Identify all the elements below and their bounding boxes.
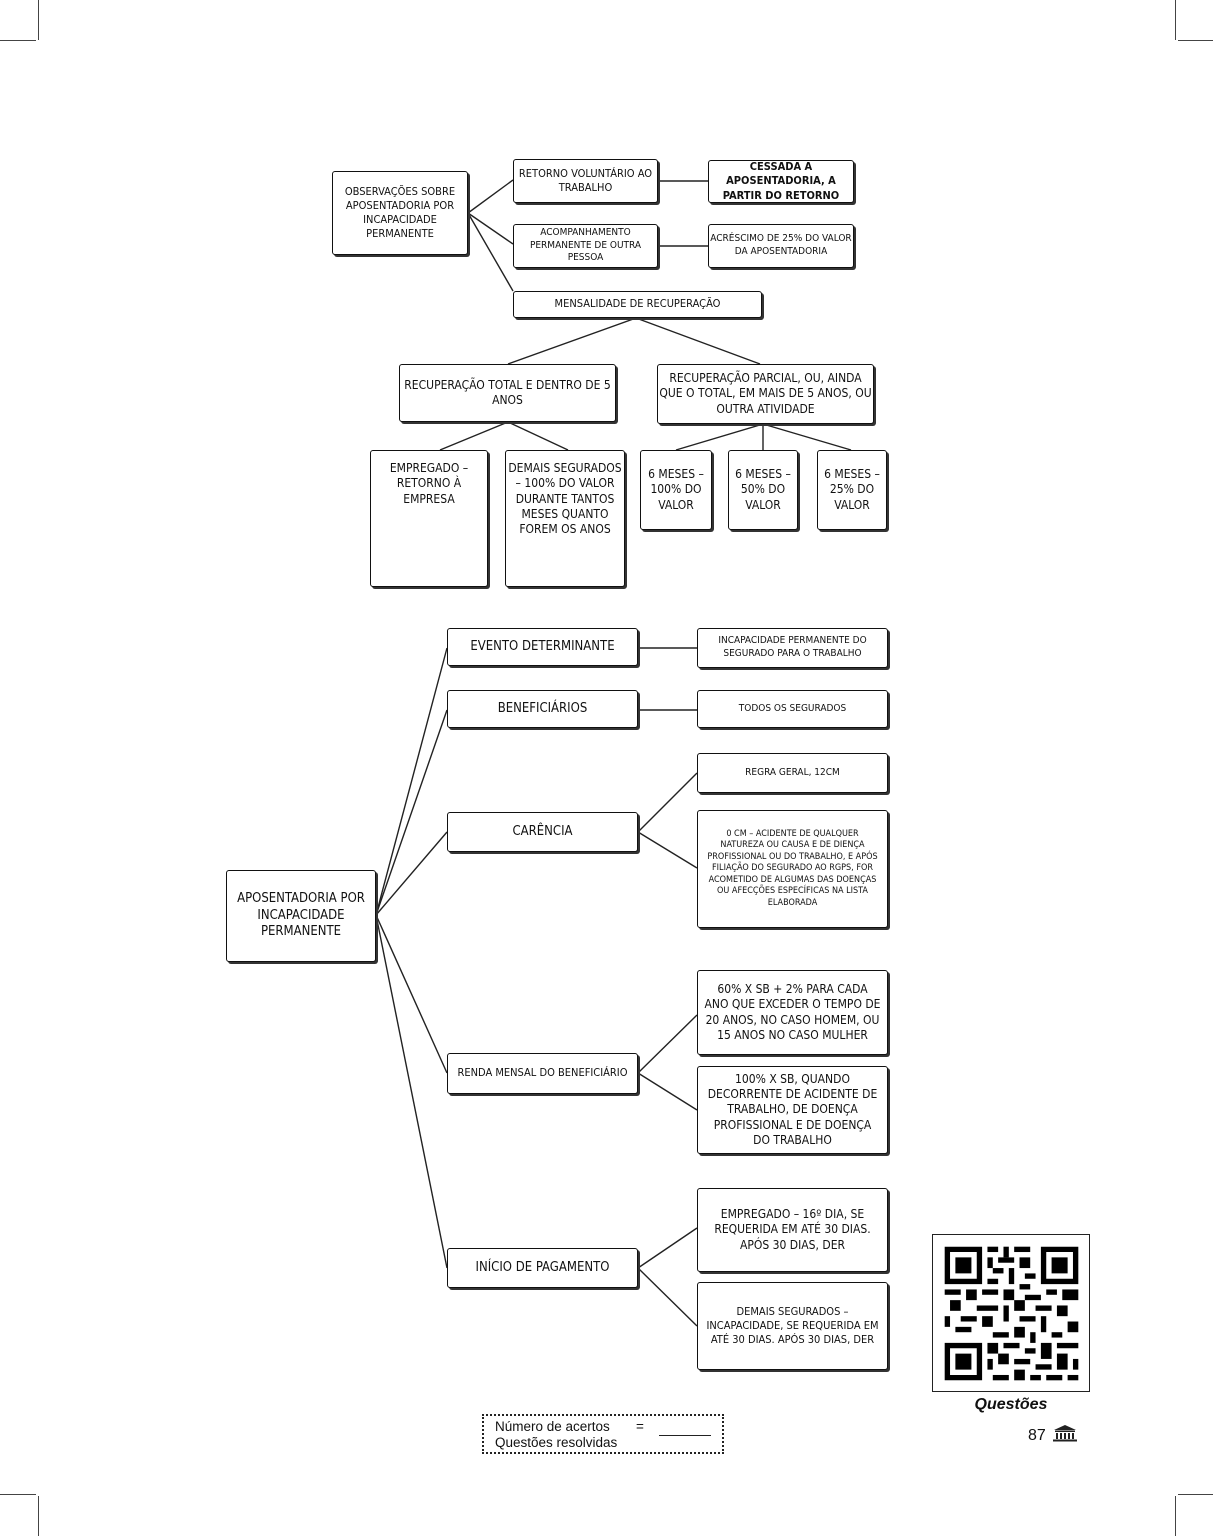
node-retorno-voluntario: Retorno voluntário ao trabalho [513,159,658,203]
node-aposentadoria-root: Aposentadoria por incapacidade permanent… [226,870,376,962]
link [637,1227,698,1269]
link [467,212,514,245]
qr-caption: Questões [974,1396,1048,1413]
score-label-acertos: Número de acertos [495,1419,610,1434]
node-6-meses-100: 6 meses – 100% do valor [640,450,712,530]
crop-mark [1175,0,1176,40]
link [467,212,514,292]
link [507,421,569,451]
node-inicio-demais: Demais segurados – incapacidade, se requ… [697,1282,888,1370]
node-cessada: Cessada a aposentadoria, a partir do ret… [708,160,854,203]
node-renda-100: 100% x SB, quando decorrente de acidente… [697,1066,888,1154]
node-demais-segurados: Demais segurados – 100% do valor durante… [505,450,625,587]
node-beneficiarios: Beneficiários [447,690,638,728]
link [375,831,448,916]
page-number-text: 87 [1028,1427,1046,1444]
link [637,1072,698,1111]
crop-mark [1178,1494,1213,1495]
link [635,317,761,365]
link [375,914,448,1074]
node-6-meses-50: 6 meses – 50% do valor [728,450,798,530]
link [637,831,698,869]
node-carencia-excecao: 0 cm – acidente de qualquer natureza ou … [697,810,888,928]
link [375,709,448,916]
node-6-meses-25: 6 meses – 25% do valor [817,450,887,530]
node-evento-determinante: Evento determinante [447,628,638,666]
node-carencia: Carência [447,812,638,852]
node-carencia-regra: Regra geral, 12cm [697,753,888,793]
page-number: 87 [1028,1424,1078,1445]
crop-mark [1178,40,1213,41]
score-fraction-line [659,1435,711,1436]
link [675,423,764,451]
node-acrescimo: Acréscimo de 25% do valor da aposentador… [708,224,854,268]
link [762,423,852,451]
node-renda-60: 60% x SB + 2% para cada ano que exceder … [697,970,888,1055]
link [375,647,448,916]
node-inicio-pagamento: Início de pagamento [447,1248,638,1288]
link [637,1014,698,1074]
node-renda-mensal: Renda mensal do beneficiário [447,1053,638,1094]
node-observacoes: Observações sobre aposentadoria por inca… [332,171,468,255]
node-empregado-retorno: Empregado – retorno à empresa [370,450,488,587]
link [439,421,509,451]
link [637,1267,698,1327]
link [375,914,448,1269]
node-acompanhamento: Acompanhamento permanente de outra pesso… [513,224,658,268]
crop-mark [0,40,36,41]
crop-mark [0,1494,36,1495]
crop-mark [38,0,39,40]
qr-code-icon [944,1246,1079,1381]
crop-mark [38,1496,39,1536]
temple-icon [1053,1425,1078,1442]
score-equals: = [636,1419,644,1434]
node-evento-desc: Incapacidade permanente do segurado para… [697,628,888,668]
link [637,772,698,833]
score-box: Número de acertos Questões resolvidas = [482,1414,724,1454]
link [507,317,637,365]
node-inicio-empregado: Empregado – 16º dia, se requerida em até… [697,1188,888,1272]
node-beneficiarios-desc: Todos os segurados [697,690,888,728]
node-recuperacao-total: Recuperação total e dentro de 5 anos [399,364,616,422]
node-mensalidade: Mensalidade de recuperação [513,291,762,318]
link [467,179,514,214]
score-label-resolvidas: Questões resolvidas [495,1435,618,1450]
qr-code[interactable] [932,1234,1090,1392]
node-recuperacao-parcial: Recuperação parcial, ou, ainda que o tot… [657,364,874,424]
crop-mark [1175,1496,1176,1536]
